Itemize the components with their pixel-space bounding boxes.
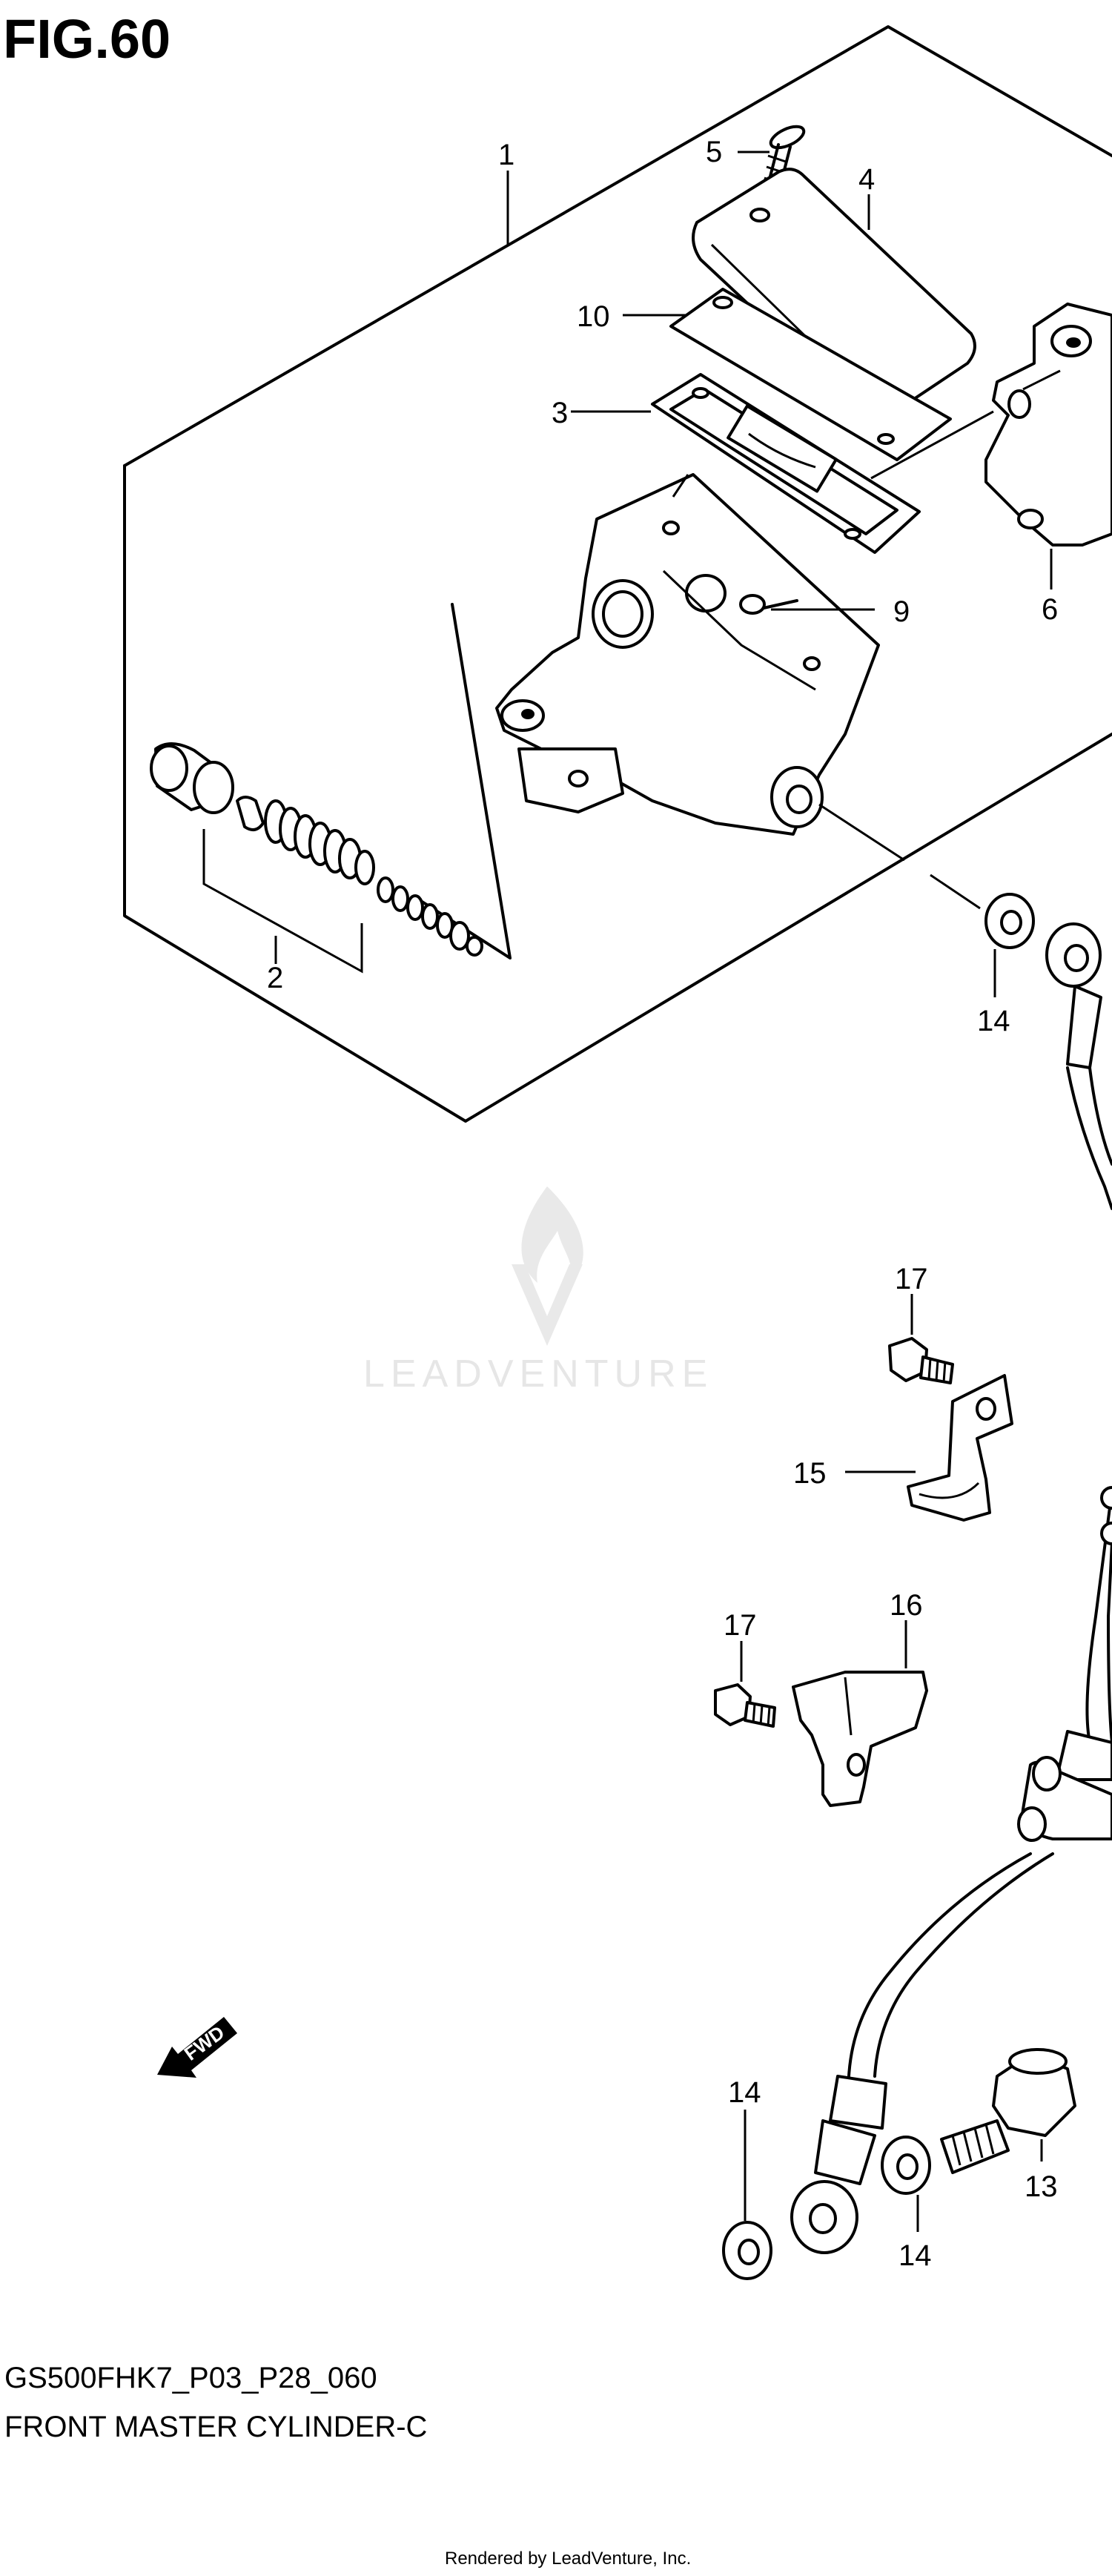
callout-1: 1 bbox=[498, 139, 514, 171]
union-bolt-part-13 bbox=[940, 2048, 1076, 2174]
callout-6: 6 bbox=[1042, 593, 1058, 626]
clamp-part-15 bbox=[907, 1374, 1013, 1522]
callout-14c: 14 bbox=[898, 2239, 932, 2272]
callout-16: 16 bbox=[890, 1589, 923, 1622]
callout-14b: 14 bbox=[728, 2076, 761, 2109]
figure-title: FIG.60 bbox=[3, 8, 171, 70]
callout-3: 3 bbox=[552, 397, 568, 429]
callout-14a: 14 bbox=[977, 1005, 1010, 1037]
clip-part-9 bbox=[739, 594, 798, 615]
callout-5: 5 bbox=[706, 136, 722, 168]
washer-part-14-upper bbox=[984, 893, 1035, 949]
alignment-lines bbox=[672, 369, 1061, 910]
callout-17a: 17 bbox=[895, 1263, 928, 1295]
diaphragm-part-3 bbox=[651, 373, 921, 554]
assembly-name: FRONT MASTER CYLINDER-C bbox=[4, 2411, 427, 2443]
piston-kit-part-2 bbox=[150, 742, 483, 957]
clamp-part-16 bbox=[792, 1671, 928, 1807]
brake-hose-lower bbox=[790, 1486, 1112, 2254]
callout-4: 4 bbox=[858, 163, 875, 196]
model-code: GS500FHK7_P03_P28_060 bbox=[4, 2362, 377, 2394]
callout-9: 9 bbox=[893, 595, 910, 628]
callout-13: 13 bbox=[1025, 2170, 1058, 2203]
master-cylinder-body bbox=[495, 473, 880, 836]
bolt-part-17-lower bbox=[714, 1683, 776, 1728]
brake-hose-upper bbox=[1045, 922, 1112, 1210]
watermark-text: LEADVENTURE bbox=[363, 1353, 713, 1396]
callout-17b: 17 bbox=[724, 1609, 757, 1642]
callout-2: 2 bbox=[267, 962, 283, 994]
washer-part-14-lower-right bbox=[881, 2136, 931, 2195]
assembly-frame bbox=[123, 25, 1112, 1123]
callout-15: 15 bbox=[793, 1457, 827, 1490]
bolt-part-17-upper bbox=[888, 1337, 954, 1384]
callout-10: 10 bbox=[577, 300, 610, 333]
bracket-part-6 bbox=[984, 303, 1112, 546]
washer-part-14-lower-left bbox=[722, 2221, 772, 2280]
plate-part-10 bbox=[669, 288, 952, 461]
rendered-by: Rendered by LeadVenture, Inc. bbox=[445, 2549, 691, 2569]
leadventure-watermark-logo bbox=[512, 1186, 583, 1346]
fwd-arrow-icon: FWD bbox=[157, 2017, 237, 2078]
